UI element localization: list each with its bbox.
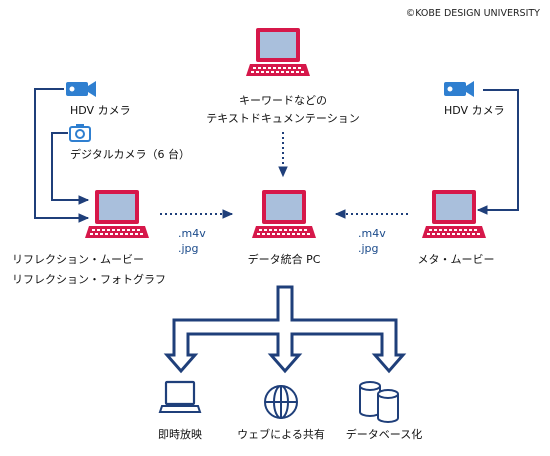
output-label-0: 即時放映 <box>158 427 202 441</box>
reflection-pc-label-line1: リフレクション・ムービー <box>12 253 144 266</box>
output-label-2: データベース化 <box>346 427 422 441</box>
output-label-1: ウェブによる共有 <box>237 427 325 441</box>
keyword-pc-laptop-icon <box>246 28 310 76</box>
distribution-arrow <box>163 285 407 374</box>
integration-pc-label: データ統合 PC <box>248 252 321 266</box>
left-hdv-camera-icon <box>66 81 96 97</box>
left-file-type-jpg: .jpg <box>178 242 199 255</box>
keyword-pc-label-line2: テキストドキュメンテーション <box>206 112 359 125</box>
right-hdv-camera-icon <box>444 81 474 97</box>
database-icon <box>359 381 399 423</box>
globe-icon <box>264 385 298 419</box>
digital-camera-icon <box>69 124 91 142</box>
copyright-text: ©KOBE DESIGN UNIVERSITY <box>406 8 540 19</box>
digital-camera-connector <box>51 132 90 205</box>
reflection-pc-label-line2: リフレクション・フォトグラフ <box>12 272 166 286</box>
left-file-type-m4v: .m4v <box>178 227 206 240</box>
meta-pc-label: メタ・ムービー <box>418 253 495 266</box>
integration-pc-laptop-icon <box>252 190 316 238</box>
right-file-type-m4v: .m4v <box>358 227 386 240</box>
hdv-camera-connector <box>34 88 90 223</box>
reflection-pc-laptop-icon <box>85 190 149 238</box>
right-camera-label: HDV カメラ <box>444 104 505 117</box>
left-camera-label: HDV カメラ <box>70 104 131 117</box>
keyword-pc-label-line1: キーワードなどの <box>239 94 327 107</box>
digital-camera-label: デジタルカメラ（6 台） <box>70 147 190 161</box>
right-file-type-jpg: .jpg <box>358 242 379 255</box>
meta-pc-laptop-icon <box>422 190 486 238</box>
right-hdv-connector <box>476 89 519 215</box>
output-laptop-icon <box>158 380 202 413</box>
